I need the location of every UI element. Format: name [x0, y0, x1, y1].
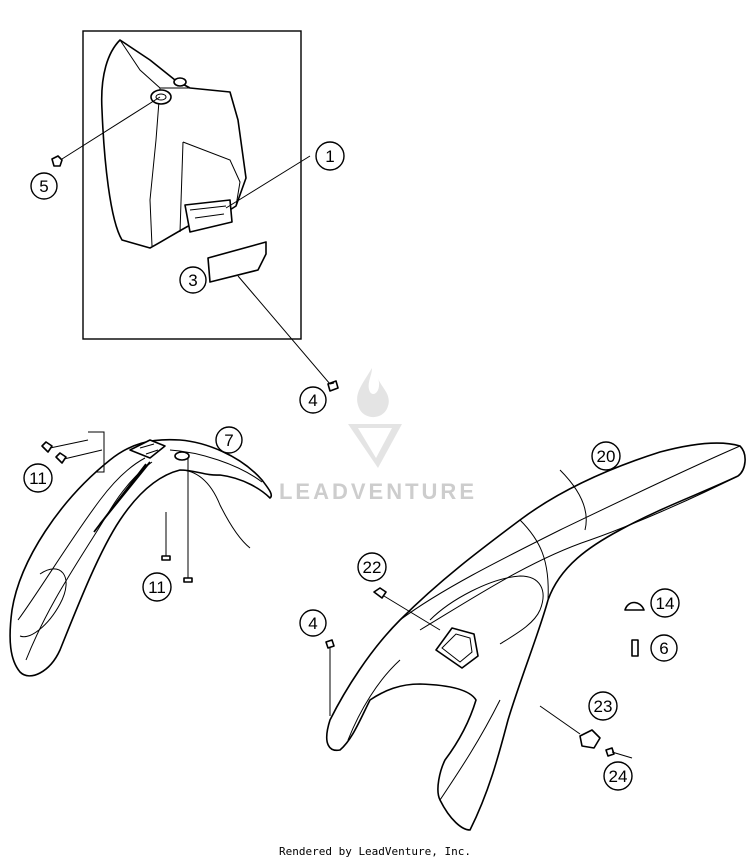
svg-text:11: 11 — [148, 578, 166, 597]
rendered-by-footer: Rendered by LeadVenture, Inc. — [278, 845, 472, 858]
reflector-plate — [207, 241, 267, 283]
callout-20: 20 — [591, 441, 621, 471]
leadventure-watermark: LEADVENTURE — [279, 368, 477, 504]
svg-text:24: 24 — [609, 767, 628, 786]
screw-4-top — [327, 380, 339, 392]
callout-4-bottom: 4 — [299, 609, 327, 637]
callout-1: 1 — [315, 141, 345, 171]
callout-4-top: 4 — [299, 386, 327, 414]
svg-text:14: 14 — [656, 594, 675, 613]
svg-text:11: 11 — [29, 469, 47, 488]
headlight-mask — [100, 39, 247, 249]
front-fender — [9, 438, 273, 677]
callout-23: 23 — [588, 691, 618, 721]
svg-text:22: 22 — [363, 558, 382, 577]
rear-fender-fasteners — [325, 587, 645, 759]
svg-text:3: 3 — [188, 271, 197, 290]
svg-text:5: 5 — [39, 177, 48, 196]
callout-7: 7 — [215, 426, 243, 454]
callout-22: 22 — [357, 552, 387, 582]
svg-text:4: 4 — [308, 614, 317, 633]
svg-text:1: 1 — [325, 147, 334, 166]
bolts-11 — [41, 431, 193, 583]
callout-11-bottom: 11 — [142, 572, 172, 602]
watermark-text: LEADVENTURE — [279, 479, 477, 504]
svg-text:4: 4 — [308, 391, 317, 410]
svg-text:20: 20 — [597, 447, 616, 466]
svg-text:7: 7 — [224, 431, 233, 450]
callout-6: 6 — [650, 634, 678, 662]
callout-5: 5 — [30, 172, 58, 200]
callout-14: 14 — [650, 588, 680, 618]
svg-text:6: 6 — [659, 639, 668, 658]
callout-11-left: 11 — [23, 463, 53, 493]
callout-24: 24 — [603, 761, 633, 791]
rear-fender — [325, 442, 746, 831]
assembly-frame — [82, 30, 302, 340]
watermark-flame-icon — [357, 368, 389, 418]
screw-5 — [51, 155, 63, 167]
svg-text:23: 23 — [594, 697, 613, 716]
watermark-v-icon — [348, 424, 402, 468]
callout-3: 3 — [179, 266, 207, 294]
